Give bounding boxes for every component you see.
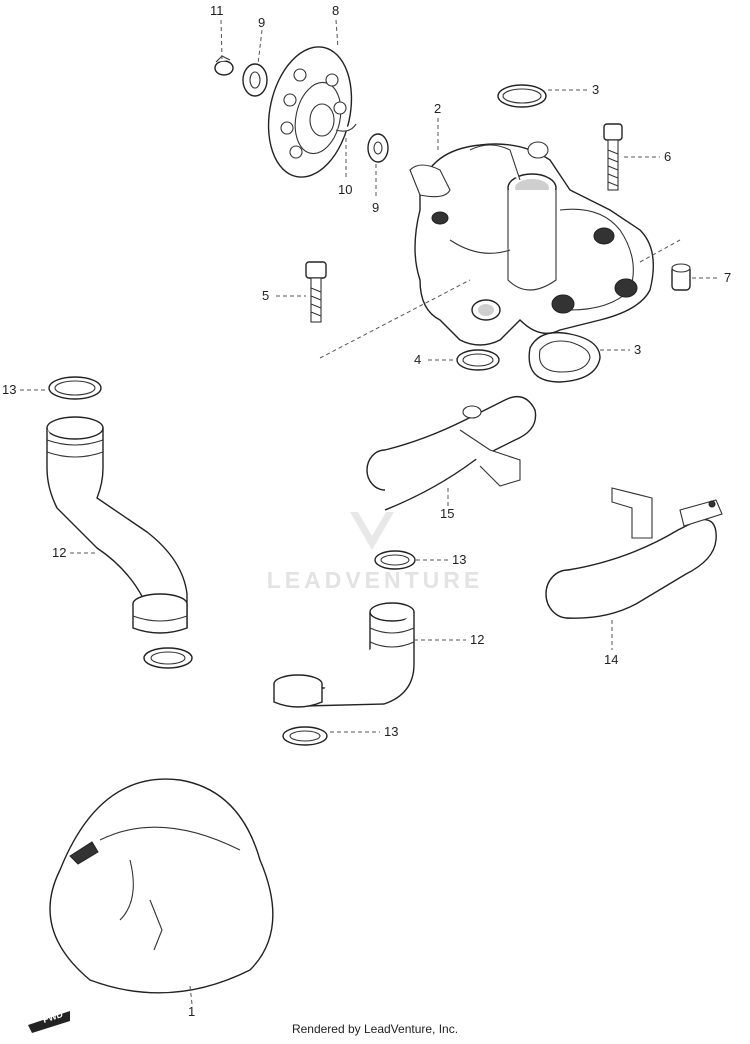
- oil-pipe-part-15: [366, 396, 537, 511]
- oil-filter-part: [49, 778, 274, 994]
- callout-13-center: 13: [452, 552, 466, 567]
- callout-5: 5: [262, 288, 269, 303]
- callout-1: 1: [188, 1004, 195, 1019]
- watermark-text: LEADVENTURE: [267, 567, 484, 593]
- oil-pump-body-part: [409, 141, 655, 346]
- callout-6: 6: [664, 149, 671, 164]
- pin-part: [671, 263, 691, 291]
- footer-credit: Rendered by LeadVenture, Inc.: [291, 1022, 459, 1036]
- washer-part-lower: [367, 133, 389, 163]
- bolt-part-5: [305, 261, 327, 323]
- callout-13-bottom: 13: [384, 724, 398, 739]
- callout-9-upper: 9: [258, 15, 265, 30]
- callout-3-upper: 3: [592, 82, 599, 97]
- leader-lines: [20, 19, 720, 1005]
- callout-10: 10: [338, 182, 352, 197]
- callout-11: 11: [210, 3, 224, 18]
- o-ring-part-13-left-top: [48, 376, 102, 400]
- o-ring-part-13-center-bottom: [282, 726, 328, 746]
- callout-8: 8: [332, 3, 339, 18]
- callout-15: 15: [440, 506, 454, 521]
- oil-pipe-part-12-left: [46, 416, 188, 634]
- callout-2: 2: [434, 101, 441, 116]
- callout-14: 14: [604, 652, 618, 667]
- fwd-arrow-icon: FWD: [28, 1009, 70, 1033]
- callout-7: 7: [724, 270, 731, 285]
- gear-plate-part: [267, 46, 357, 178]
- gasket-lower-part: [528, 331, 601, 383]
- callout-9-lower: 9: [372, 200, 379, 215]
- oil-pipe-part-14: [545, 487, 723, 619]
- callout-labels: 11 9 8 3 2 6 10 9 7 5 4 3 13 12 15 13 14…: [2, 3, 731, 1019]
- callout-3-lower: 3: [634, 342, 641, 357]
- callout-12-left: 12: [52, 545, 66, 560]
- callout-13-left: 13: [2, 382, 16, 397]
- washer-part-upper: [242, 63, 268, 97]
- clip-part: [214, 55, 234, 76]
- callout-12-center: 12: [470, 632, 484, 647]
- callout-4: 4: [414, 352, 421, 367]
- o-ring-upper-part: [497, 84, 547, 108]
- o-ring-lower-part: [456, 349, 500, 371]
- o-ring-part-13-center-top: [374, 550, 416, 570]
- oil-pipe-part-12-center: [273, 602, 415, 708]
- bolt-part-6: [603, 123, 623, 191]
- o-ring-part-13-left-bottom: [143, 647, 193, 669]
